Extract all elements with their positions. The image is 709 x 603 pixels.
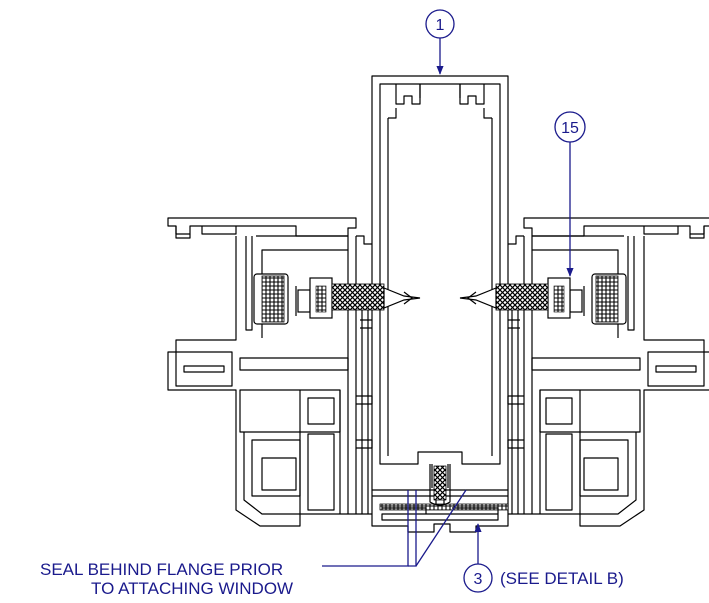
see-detail-note: (SEE DETAIL B) (500, 569, 624, 588)
callout-1: 1 (425, 9, 455, 75)
callout-3: 3 (463, 523, 493, 593)
left-frame (167, 217, 373, 527)
seal-note: SEAL BEHIND FLANGE PRIOR TO ATTACHING WI… (40, 560, 330, 598)
callout-15: 15 (554, 111, 586, 277)
seal-leader-lines (322, 489, 467, 567)
seal-note-line-2: TO ATTACHING WINDOW (91, 579, 294, 598)
left-seal-assembly (253, 273, 421, 325)
callout-15-label: 15 (561, 120, 579, 137)
seal-note-line-1: SEAL BEHIND FLANGE PRIOR (40, 560, 284, 579)
right-seal-assembly (459, 273, 627, 325)
callout-1-label: 1 (436, 17, 445, 34)
bottom-flange (372, 464, 509, 521)
callout-3-label: 3 (474, 571, 483, 588)
right-frame (507, 217, 709, 527)
